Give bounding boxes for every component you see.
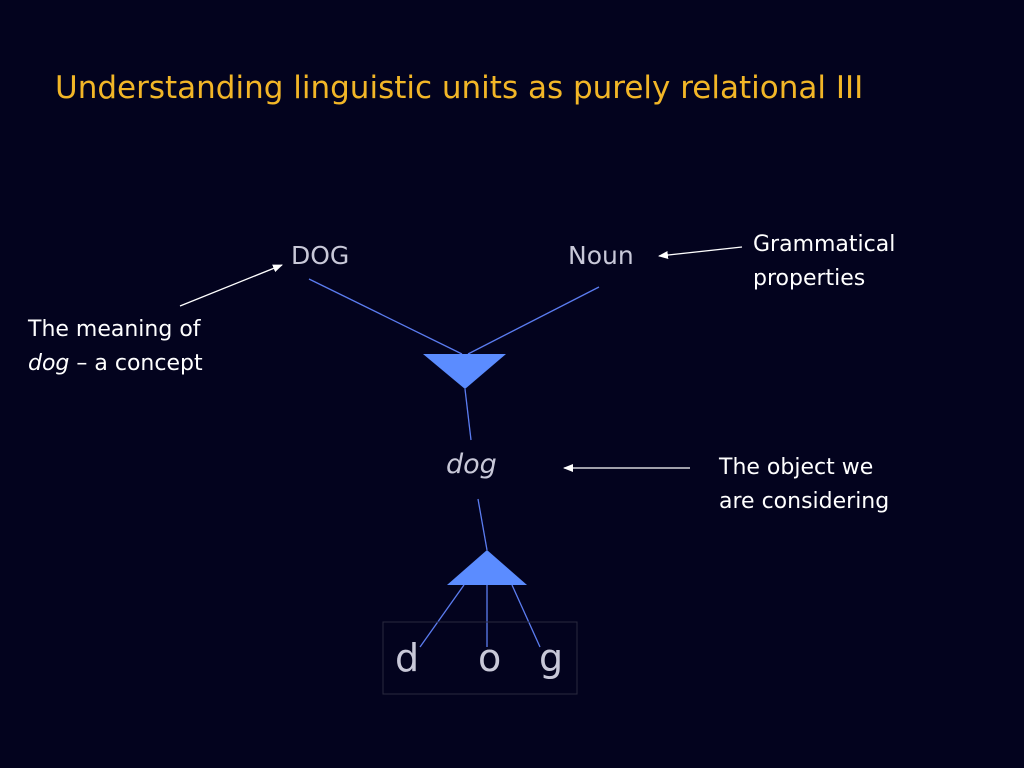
meaning-annotation-word: dog: [28, 351, 70, 376]
arrow-to-noun: [658, 246, 743, 260]
object-annotation: The object we are considering: [719, 451, 889, 519]
meaning-annotation-line2: dog – a concept: [28, 347, 203, 381]
meaning-node-label: DOG: [291, 241, 350, 270]
meaning-annotation-rest: – a concept: [69, 351, 203, 376]
connector-noun: [467, 286, 600, 355]
connector-letter-g: [511, 584, 541, 648]
connector-word-lower-node: [477, 498, 488, 551]
letter-g: g: [539, 636, 564, 680]
connector-upper-node-word: [464, 388, 472, 441]
connector-dog-concept: [308, 278, 463, 355]
letters-box: [382, 621, 578, 695]
letter-o: o: [478, 636, 502, 680]
grammar-node-label: Noun: [568, 241, 634, 270]
upward-triangle-node: [447, 550, 527, 585]
slide-title: Understanding linguistic units as purely…: [55, 70, 864, 106]
connector-letter-d: [419, 584, 465, 648]
downward-triangle-node: [423, 354, 506, 389]
meaning-annotation-line1: The meaning of: [28, 317, 201, 342]
grammar-annotation: Grammatical properties: [753, 228, 895, 296]
letter-d: d: [395, 636, 420, 680]
object-annotation-line2: are considering: [719, 489, 890, 514]
arrow-to-dog-concept: [179, 264, 283, 307]
grammar-annotation-line1: Grammatical: [753, 232, 896, 257]
word-node-label: dog: [446, 449, 497, 480]
meaning-annotation: The meaning of dog – a concept: [28, 313, 203, 381]
grammar-annotation-line2: properties: [753, 266, 866, 291]
object-annotation-line1: The object we: [719, 455, 874, 480]
